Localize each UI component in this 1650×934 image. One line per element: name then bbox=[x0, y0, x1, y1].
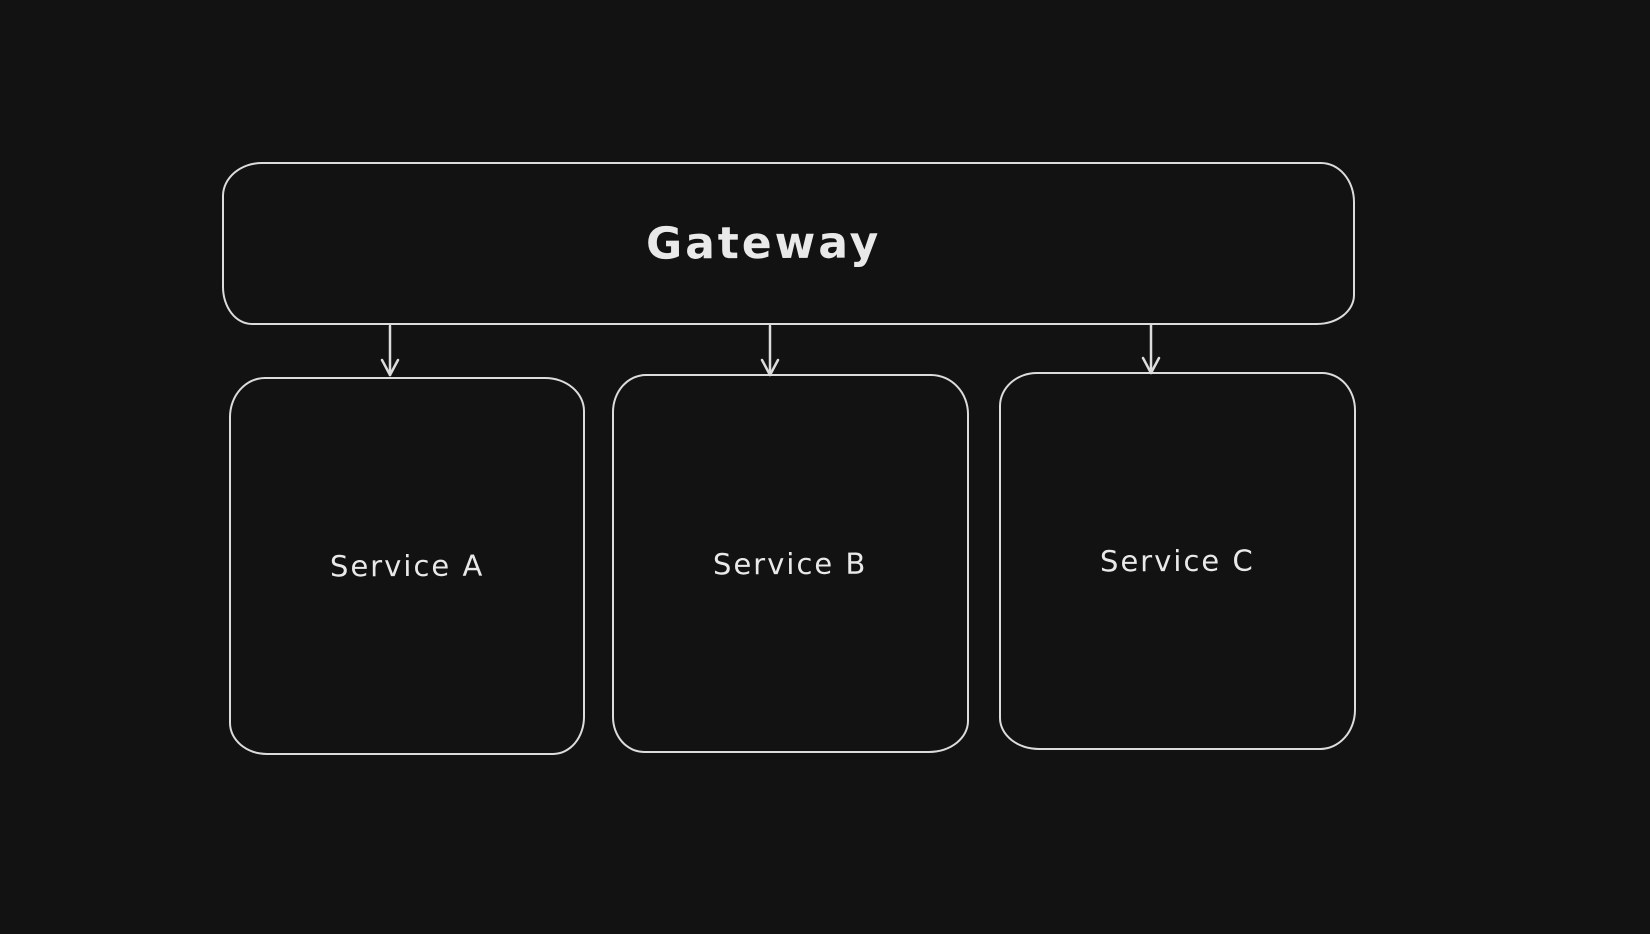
node-service-a[interactable]: Service A bbox=[229, 377, 585, 755]
arrow-down-icon bbox=[380, 325, 400, 377]
node-gateway[interactable]: Gateway bbox=[222, 162, 1355, 325]
arrow-down-icon bbox=[760, 325, 780, 377]
node-service-c-label: Service C bbox=[1100, 543, 1255, 579]
node-service-b-label: Service B bbox=[713, 546, 868, 581]
arrow-down-icon bbox=[1141, 323, 1161, 375]
connector-arrow-gateway-to-service-a[interactable] bbox=[378, 325, 402, 379]
node-gateway-label: Gateway bbox=[645, 217, 882, 270]
node-service-b[interactable]: Service B bbox=[612, 374, 969, 753]
node-service-a-label: Service A bbox=[329, 548, 485, 584]
connector-arrow-gateway-to-service-b[interactable] bbox=[758, 325, 782, 379]
connector-arrow-gateway-to-service-c[interactable] bbox=[1139, 323, 1163, 377]
node-service-c[interactable]: Service C bbox=[999, 372, 1356, 750]
